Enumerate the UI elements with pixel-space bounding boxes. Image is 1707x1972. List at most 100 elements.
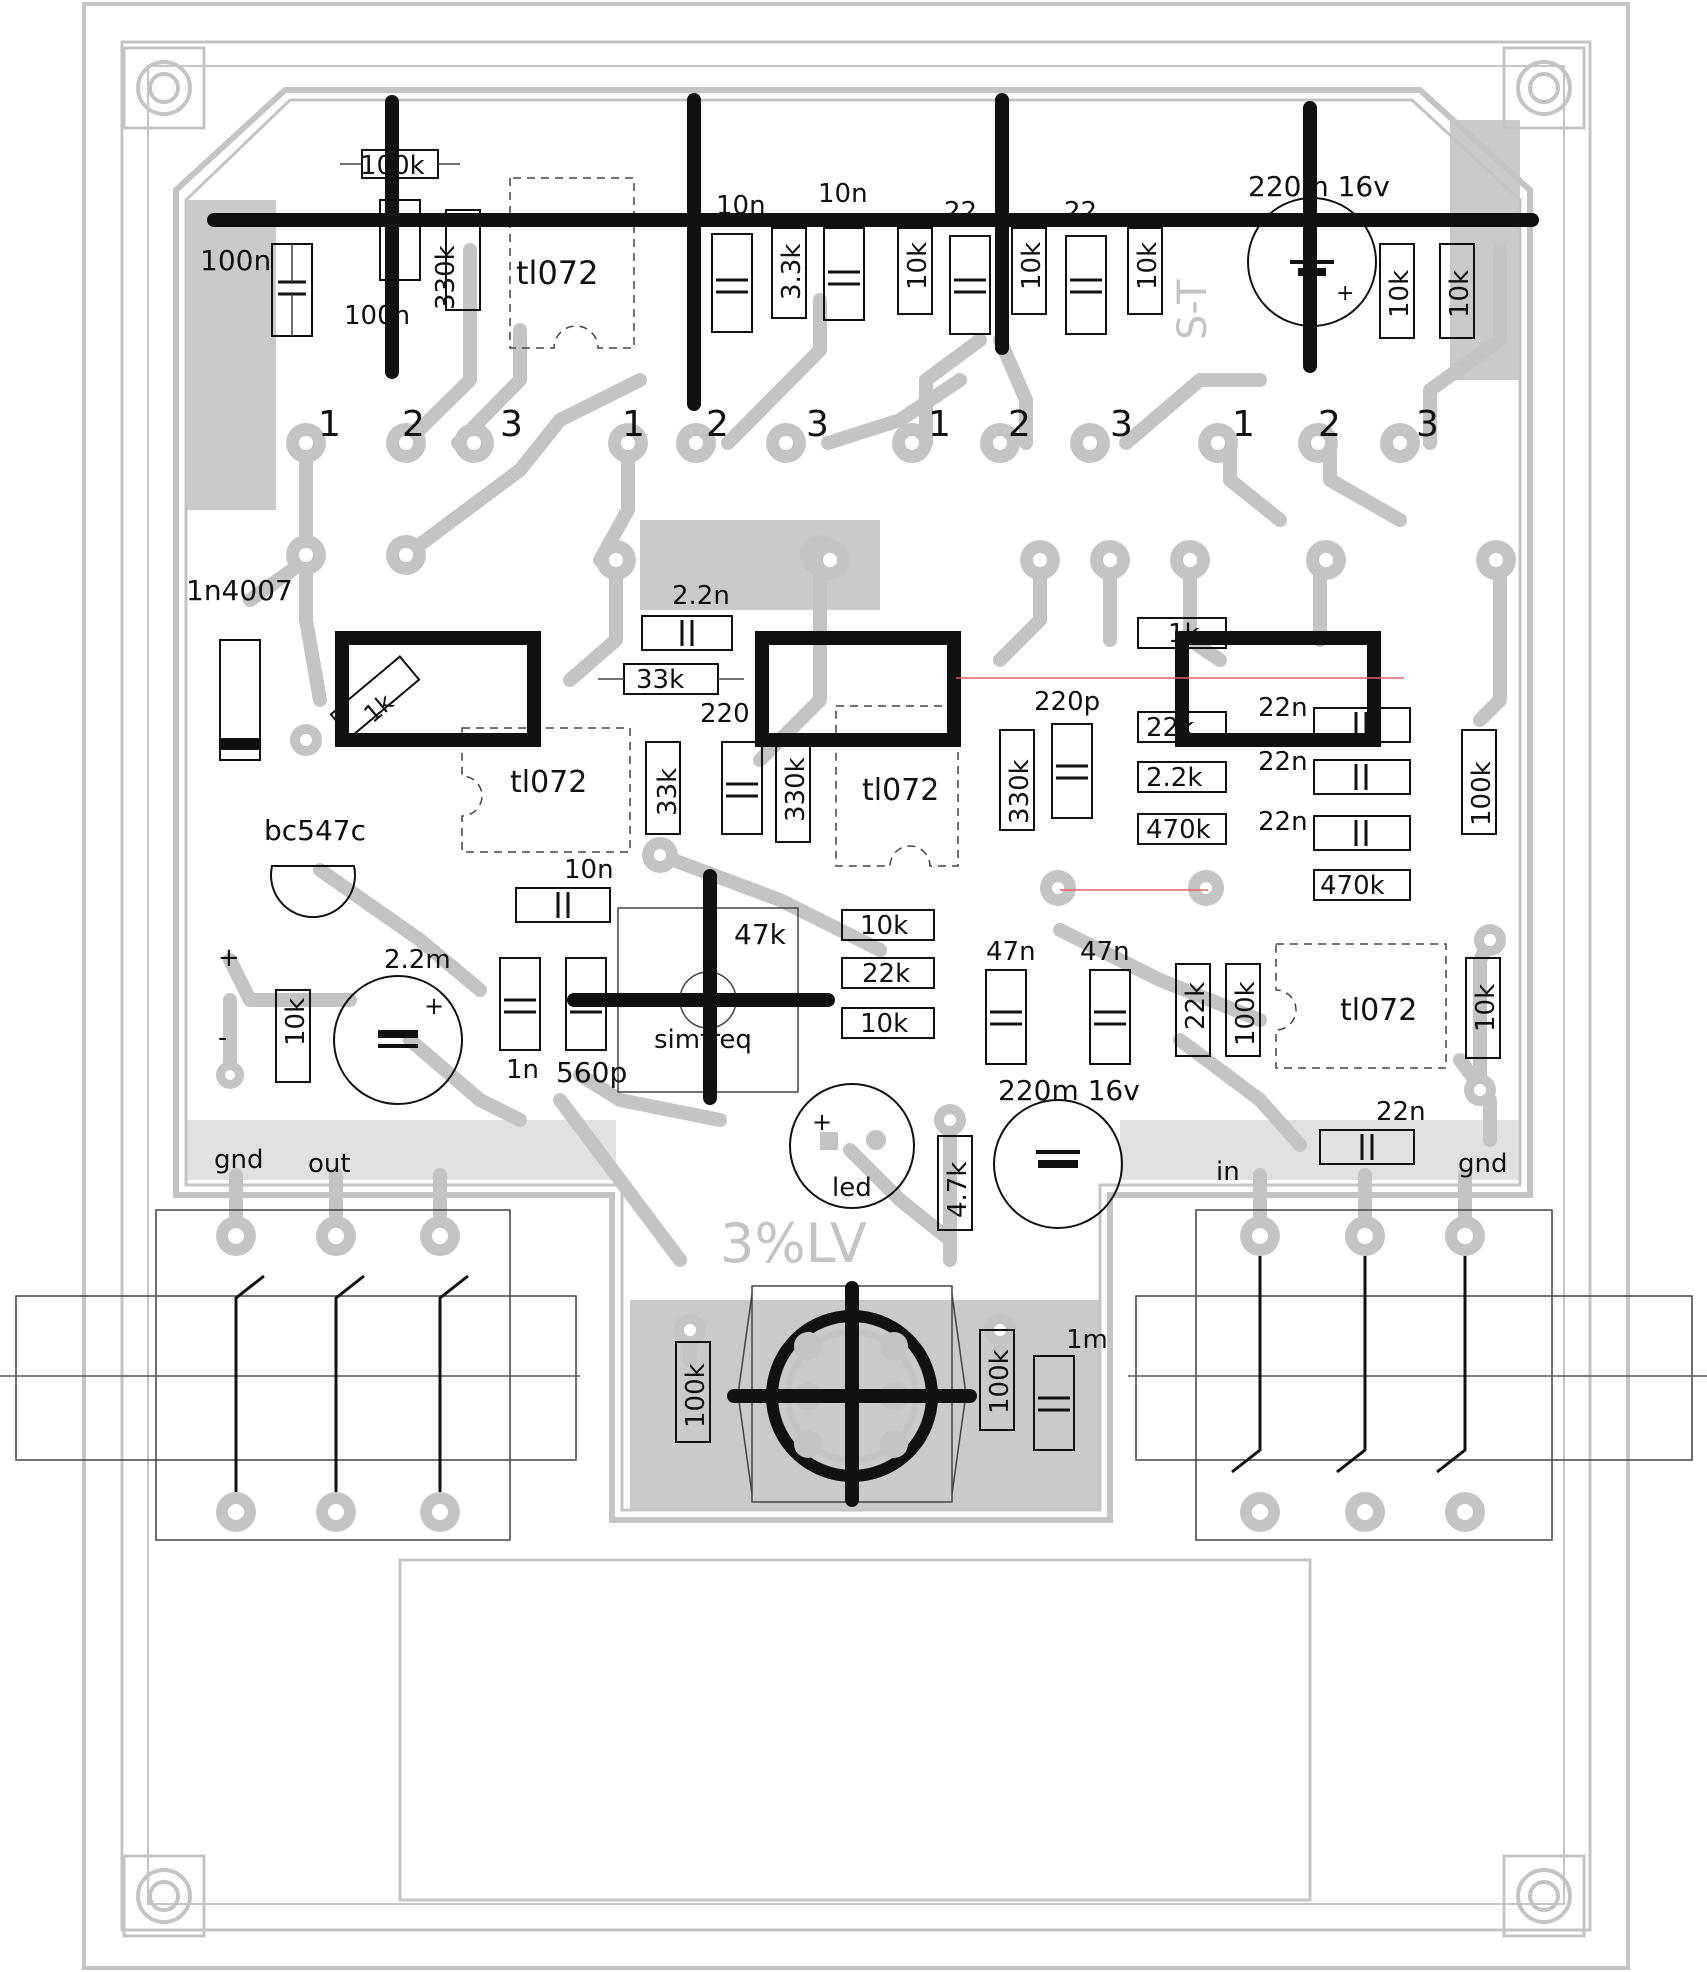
ic-tl072-4[interactable]: tl072 [1275, 943, 1447, 1069]
pot-3[interactable] [892, 423, 1210, 580]
capacitor-1n[interactable]: 1n [499, 957, 541, 1085]
pot-4-pin-1: 1 [1232, 404, 1255, 445]
trimmer-name: simfreq [654, 1025, 752, 1055]
enclosure [82, 2, 1630, 1970]
capacitor-10n-b[interactable]: 10n [818, 179, 868, 321]
resistor-label: 10k [903, 242, 933, 290]
electrolytic-cap-220m-top[interactable]: + 220m 16v [1247, 170, 1390, 327]
capacitor-label: 10n [564, 855, 614, 885]
capacitor-220p[interactable]: 220p [1034, 687, 1100, 819]
resistor-33k-horizontal[interactable]: 33k [598, 663, 744, 695]
capacitor-label: 100n [344, 301, 410, 331]
capacitor-100n-left[interactable]: 100n [200, 243, 313, 337]
mount-hole [1502, 1854, 1586, 1938]
capacitor-label: 2.2m [384, 945, 451, 975]
capacitor-220-label: 220 [700, 699, 750, 729]
resistor-22k-vertical[interactable]: 22k [1175, 963, 1211, 1057]
resistor-label: 10k [1017, 242, 1047, 290]
capacitor-2-2n[interactable]: 2.2n [641, 581, 733, 651]
ic-tl072-3[interactable]: tl072 [835, 705, 959, 867]
capacitor-22n-b[interactable]: 22n [1258, 747, 1411, 795]
resistor-100k-top[interactable]: 100k [340, 149, 460, 181]
resistor-label: 10k [860, 911, 908, 941]
capacitor-label: 22n [1258, 747, 1308, 777]
resistor-100k-right-jack[interactable]: 100k [979, 1329, 1015, 1431]
plus-sign: + [812, 1108, 832, 1136]
resistor-10k-h1[interactable]: 10k [841, 909, 935, 941]
resistor-10k-a[interactable]: 10k [897, 227, 933, 315]
diode-label: 1n4007 [186, 574, 293, 607]
resistor-330k-b[interactable]: 330k [999, 729, 1035, 831]
pot-1-pin-1: 1 [318, 404, 341, 445]
resistor-label: 33k [653, 768, 683, 816]
middle-components: 1n4007 1k 2.2n 33k 220 tl072 33k [186, 574, 1501, 1105]
resistor-label: 10k [1133, 242, 1163, 290]
capacitor-220[interactable] [721, 741, 763, 835]
plus-sign: + [424, 992, 444, 1020]
resistor-label: 10k [281, 998, 311, 1046]
resistor-label: 100k [1231, 981, 1261, 1046]
mount-hole [1502, 46, 1586, 130]
electrolytic-cap-2-2m[interactable]: + 2.2m [333, 945, 463, 1105]
resistor-10k-right[interactable]: 10k [1465, 957, 1501, 1059]
jumper-box-1 [335, 631, 541, 747]
capacitor-100n-inner[interactable]: 100n [344, 199, 421, 331]
pot-2-pin-1: 1 [622, 404, 645, 445]
diode-1n4007[interactable]: 1n4007 [186, 574, 293, 761]
resistor-10k-b[interactable]: 10k [1011, 227, 1047, 315]
resistor-10k-e[interactable]: 10k [1439, 243, 1475, 339]
capacitor-1m[interactable]: 1m [1033, 1325, 1108, 1451]
footswitch-right[interactable] [1128, 1209, 1707, 1541]
resistor-470k-a[interactable]: 470k [1137, 813, 1227, 845]
resistor-4-7k[interactable]: 4.7k [937, 1135, 973, 1231]
footswitch-left[interactable] [0, 1209, 580, 1541]
gnd-right-label: gnd [1458, 1149, 1508, 1179]
misc-pads [216, 540, 1506, 1346]
electrolytic-cap-220m-bottom[interactable]: 220m 16v [993, 1074, 1140, 1229]
resistor-22k-h[interactable]: 22k [841, 957, 935, 989]
resistor-label: 100k [681, 1363, 711, 1428]
out-label: out [308, 1149, 351, 1179]
resistor-100k-vertical[interactable]: 100k [1225, 963, 1261, 1057]
gnd-left-label: gnd [214, 1145, 264, 1175]
ic-tl072-2[interactable]: tl072 [461, 727, 631, 853]
capacitor-label: 10n [818, 179, 868, 209]
capacitor-10n-a[interactable]: 10n [711, 191, 766, 333]
resistor-label: 2.2k [1146, 763, 1202, 793]
capacitor-47n-b[interactable]: 47n [1080, 937, 1131, 1065]
resistor-100k-right[interactable]: 100k [1461, 729, 1497, 835]
resistor-33k-vertical[interactable]: 33k [645, 741, 683, 835]
jumper-box-3 [1175, 631, 1381, 747]
led-label: led [832, 1173, 872, 1203]
resistor-330k-top[interactable]: 330k [431, 209, 481, 311]
resistor-10k-d[interactable]: 10k [1379, 243, 1415, 339]
transistor-bc547c[interactable]: bc547c [264, 814, 366, 919]
capacitor-label: 100n [200, 244, 271, 277]
resistor-470k-b[interactable]: 470k [1313, 869, 1411, 901]
capacitor-10n-middle[interactable]: 10n [515, 855, 614, 923]
capacitor-22n-bottom[interactable]: 22n [1319, 1097, 1426, 1165]
capacitor-label: 47n [1080, 937, 1130, 967]
pot-2-pin-3: 3 [806, 404, 829, 445]
resistor-10k-psu[interactable]: 10k [275, 989, 311, 1083]
resistor-3-3k[interactable]: 3.3k [771, 227, 807, 319]
resistor-10k-h2[interactable]: 10k [841, 1007, 935, 1039]
capacitor-22n-c[interactable]: 22n [1258, 807, 1411, 851]
resistor-2-2k[interactable]: 2.2k [1137, 761, 1227, 793]
pot-3-pin-1: 1 [928, 404, 951, 445]
capacitor-47n-a[interactable]: 47n [985, 937, 1036, 1065]
pot-4[interactable] [1198, 423, 1516, 580]
ic-label: tl072 [1340, 993, 1417, 1028]
capacitor-label: 220m 16v [1248, 170, 1390, 203]
capacitor-label: 22n [1258, 693, 1308, 723]
resistor-10k-c[interactable]: 10k [1127, 227, 1163, 315]
capacitor-560p[interactable]: 560p [556, 957, 627, 1089]
pot-1[interactable] [286, 423, 494, 575]
resistor-label: 470k [1320, 871, 1385, 901]
led-indicator[interactable]: + led [789, 1083, 915, 1209]
resistor-100k-left-jack[interactable]: 100k [675, 1341, 711, 1443]
resistor-330k-a[interactable]: 330k [775, 741, 811, 843]
capacitor-label: 1n [506, 1055, 539, 1085]
ic-tl072-1[interactable]: tl072 [509, 177, 635, 349]
